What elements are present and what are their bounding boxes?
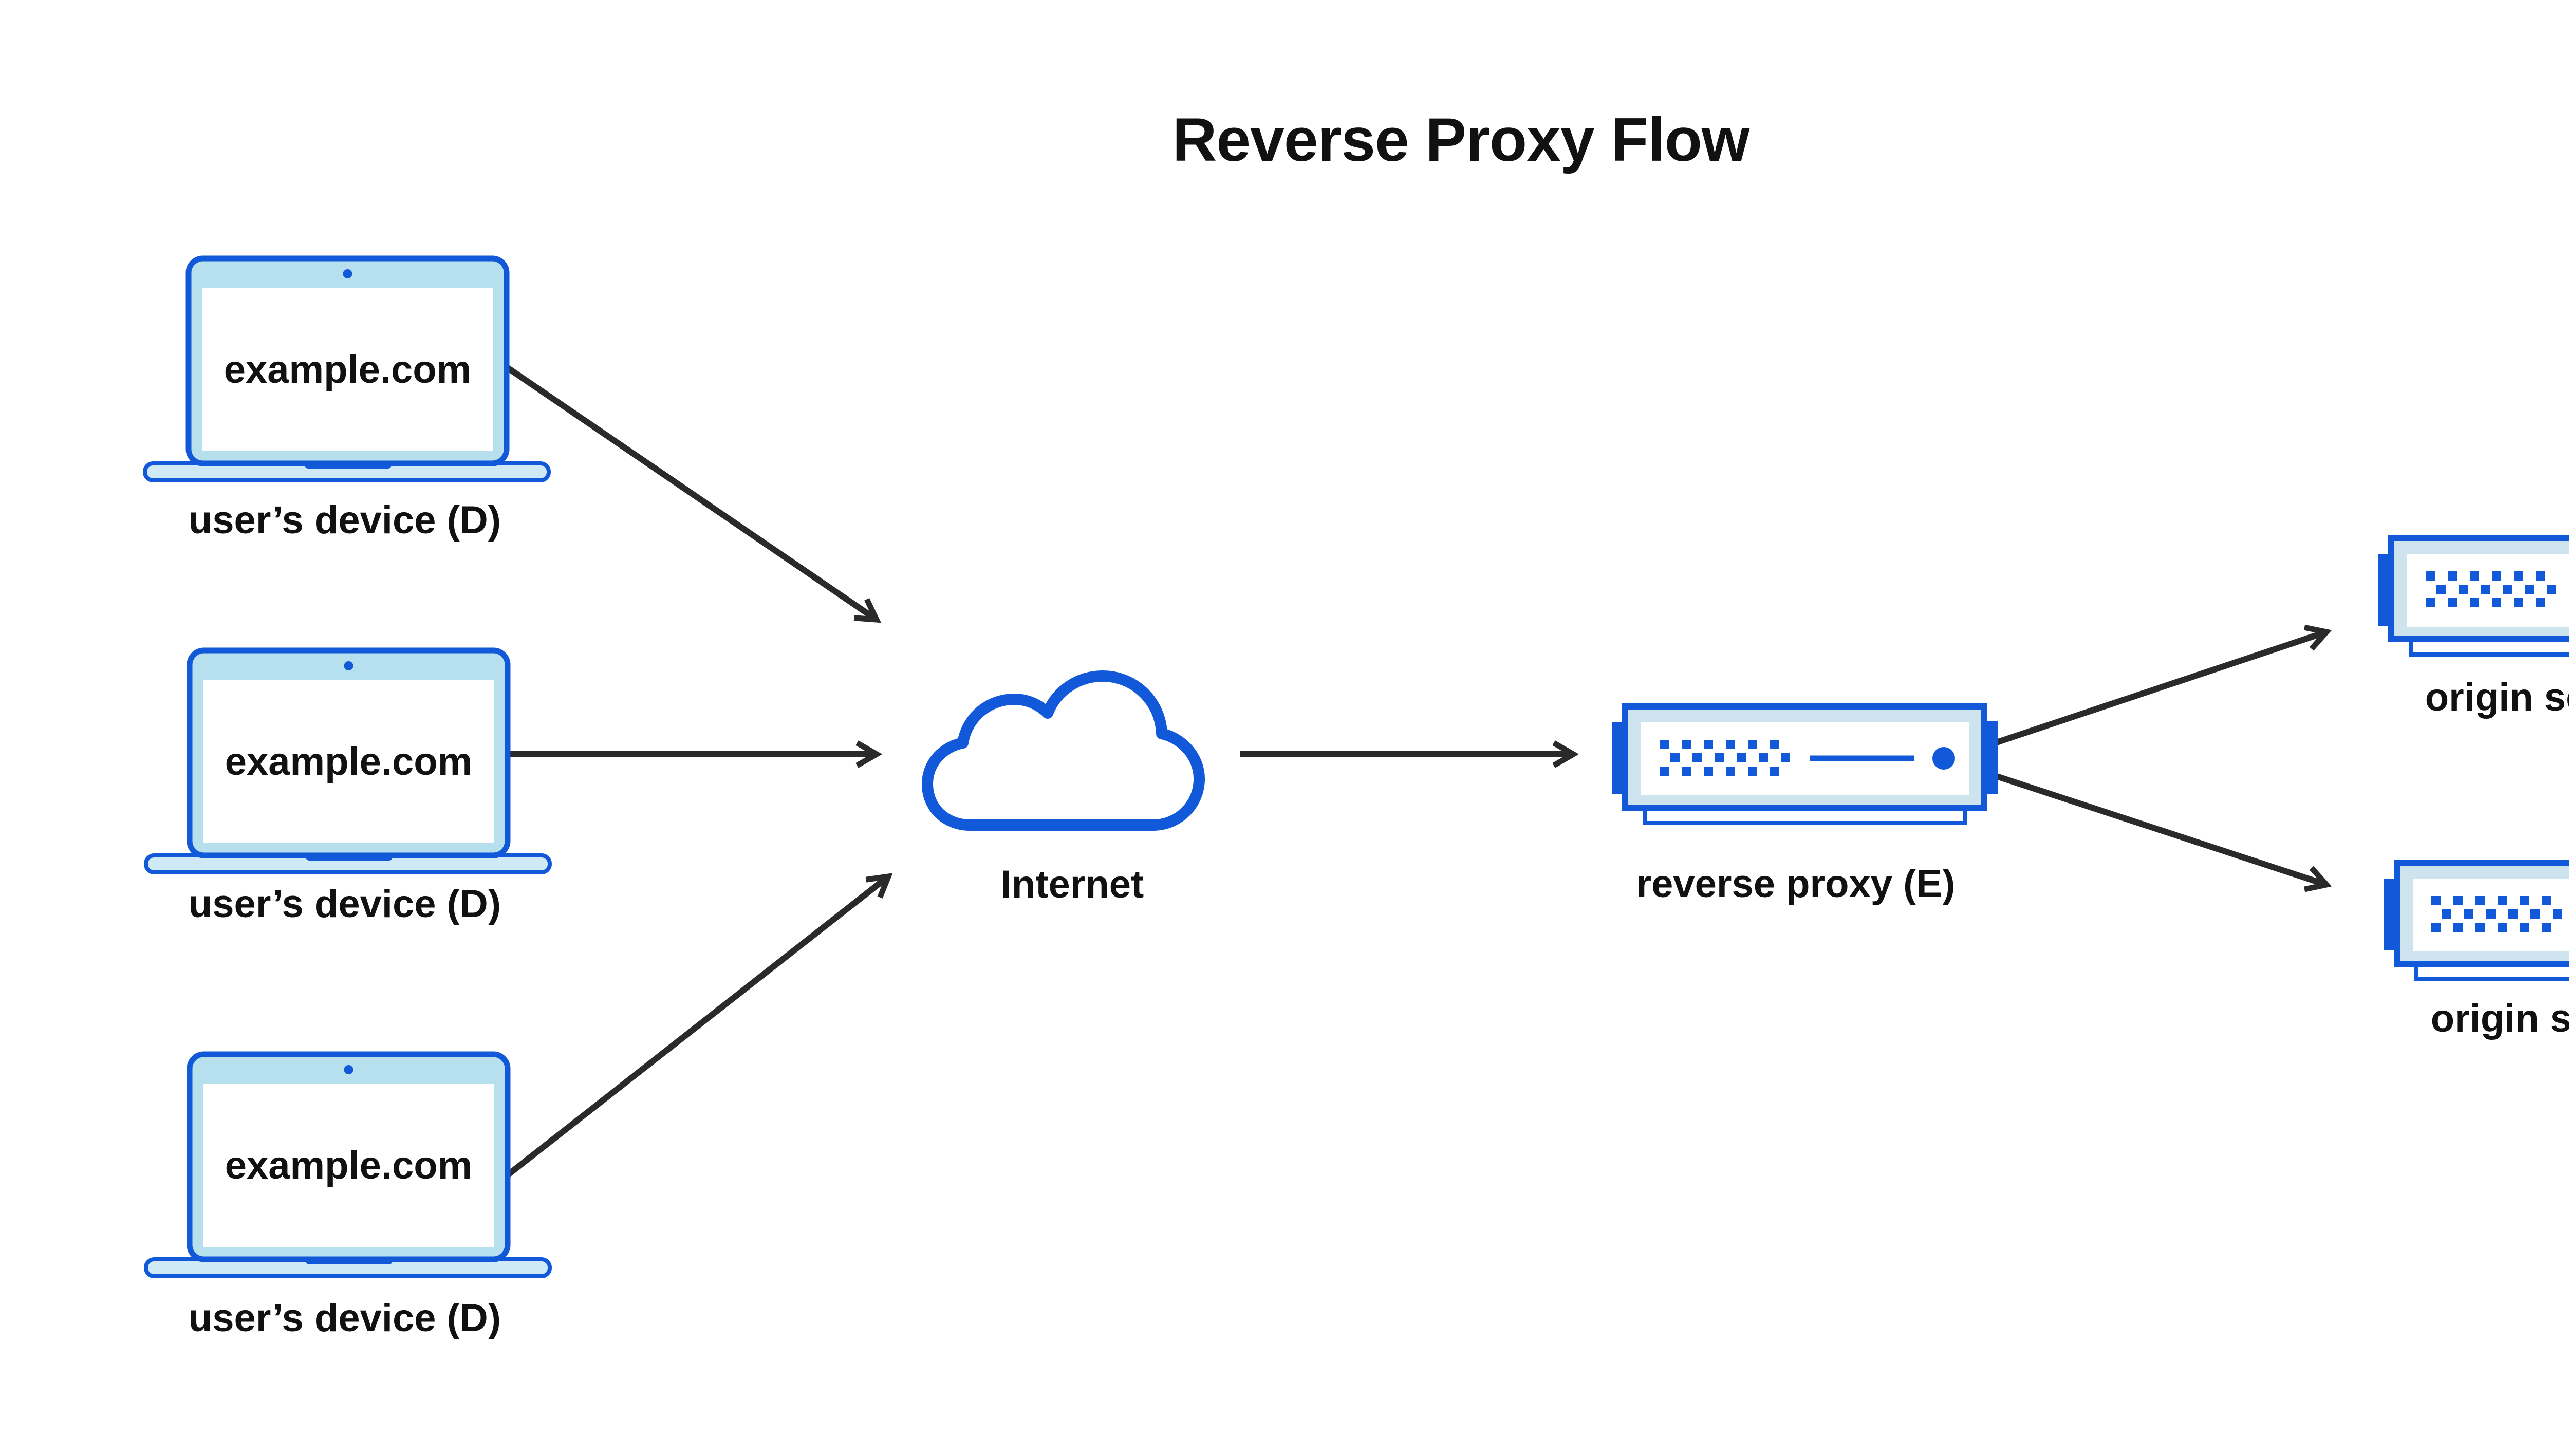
arrow-device3-to-internet [506, 876, 888, 1178]
device3-screen-url: example.com [225, 1143, 473, 1187]
device2-screen-url: example.com [225, 739, 473, 783]
server-icon [1612, 706, 1998, 823]
device3-label: user’s device (D) [188, 1296, 501, 1340]
origin-server1-label: origin server (F) [2425, 676, 2569, 719]
server-icon [2384, 863, 2569, 979]
arrow-proxy-to-origin2 [1993, 772, 2326, 885]
reverse-proxy-label: reverse proxy (E) [1636, 862, 1956, 906]
device1-screen-url: example.com [224, 347, 472, 391]
internet-label: Internet [1000, 863, 1144, 906]
arrow-device1-to-internet [506, 365, 877, 620]
device2-label: user’s device (D) [188, 882, 501, 926]
page-title: Reverse Proxy Flow [1172, 105, 1750, 174]
cloud-icon [922, 670, 1205, 831]
origin-server2-label: origin server (F) [2430, 997, 2569, 1040]
server-icon [2378, 538, 2569, 655]
device1-label: user’s device (D) [188, 498, 501, 542]
arrow-proxy-to-origin1 [1993, 632, 2326, 746]
